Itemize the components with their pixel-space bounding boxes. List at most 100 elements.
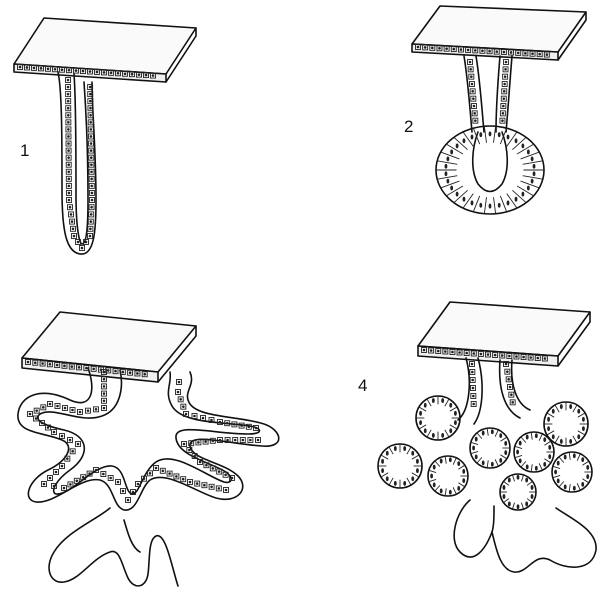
- cell-nucleus: [531, 494, 534, 499]
- cell-nucleus: [526, 435, 529, 440]
- cell-nucleus: [63, 487, 66, 490]
- cell-boundary: [454, 190, 468, 202]
- cell-nucleus: [533, 164, 536, 169]
- cell-boundary: [577, 483, 580, 490]
- cell-nucleus: [446, 156, 449, 161]
- cell-nucleus: [69, 439, 72, 442]
- cell-boundary: [523, 161, 543, 164]
- cell-nucleus: [473, 105, 476, 108]
- cell-nucleus: [64, 407, 67, 410]
- cell-nucleus: [445, 164, 448, 169]
- cell-nucleus: [117, 481, 120, 484]
- cell-boundary: [521, 181, 540, 188]
- cell-nucleus: [182, 405, 185, 408]
- cell-nucleus: [499, 458, 502, 463]
- cell-nucleus: [481, 49, 484, 52]
- cell-nucleus: [92, 368, 95, 371]
- cell-nucleus: [257, 439, 260, 442]
- cell-nucleus: [472, 446, 475, 451]
- cell-boundary: [521, 461, 526, 467]
- cell-nucleus: [524, 52, 527, 55]
- cell-nucleus: [82, 70, 85, 73]
- cell-nucleus: [456, 192, 459, 197]
- cell-nucleus: [519, 458, 522, 463]
- cell-boundary: [445, 430, 449, 437]
- cell-nucleus: [547, 426, 550, 431]
- cell-nucleus: [510, 393, 513, 396]
- cell-nucleus: [77, 241, 80, 244]
- cell-nucleus: [66, 457, 69, 460]
- cell-nucleus: [103, 371, 106, 374]
- cell-boundary: [555, 436, 559, 443]
- cell-boundary: [521, 503, 523, 510]
- cell-nucleus: [503, 485, 506, 490]
- panel-3-outline-branches: [49, 508, 178, 586]
- cell-boundary: [503, 481, 509, 485]
- cell-nucleus: [103, 385, 106, 388]
- cell-boundary: [453, 458, 456, 465]
- cell-boundary: [427, 430, 431, 437]
- cell-nucleus: [517, 504, 520, 509]
- cell-nucleus: [519, 441, 522, 446]
- cell-nucleus: [440, 489, 443, 494]
- panel-1-tube: [18, 65, 156, 255]
- cell-nucleus: [117, 72, 120, 75]
- cell-boundary: [445, 456, 446, 464]
- cell-nucleus: [552, 409, 555, 414]
- cell-nucleus: [49, 363, 52, 366]
- cell-nucleus: [189, 481, 192, 484]
- cell-nucleus: [471, 379, 474, 382]
- cell-boundary: [487, 460, 488, 468]
- cell-nucleus: [475, 454, 478, 459]
- cell-nucleus: [47, 426, 50, 429]
- cell-nucleus: [68, 199, 71, 202]
- cell-boundary: [487, 428, 488, 436]
- cell-nucleus: [90, 220, 93, 223]
- cell-nucleus: [90, 156, 93, 159]
- cell-nucleus: [491, 462, 494, 467]
- cell-nucleus: [68, 69, 71, 72]
- cell-nucleus: [49, 403, 52, 406]
- cell-nucleus: [462, 478, 465, 483]
- cell-nucleus: [498, 132, 501, 137]
- cell-nucleus: [103, 400, 106, 403]
- cell-boundary: [569, 484, 570, 492]
- cell-boundary: [429, 470, 436, 472]
- cell-nucleus: [218, 470, 221, 473]
- cell-nucleus: [516, 450, 519, 455]
- cell-nucleus: [29, 413, 32, 416]
- cell-nucleus: [515, 138, 518, 143]
- cell-nucleus: [109, 477, 112, 480]
- cell-nucleus: [457, 461, 460, 466]
- cell-nucleus: [511, 401, 514, 404]
- cell-nucleus: [89, 86, 92, 89]
- cell-boundary: [512, 503, 514, 510]
- cell-nucleus: [487, 353, 490, 356]
- cell-boundary: [515, 446, 522, 448]
- cell-nucleus: [68, 192, 71, 195]
- cell-nucleus: [71, 450, 74, 453]
- cell-nucleus: [212, 440, 215, 443]
- cell-nucleus: [471, 371, 474, 374]
- cell-nucleus: [444, 350, 447, 353]
- cell-boundary: [473, 196, 479, 212]
- cell-nucleus: [183, 443, 186, 446]
- cell-nucleus: [456, 143, 459, 148]
- cell-nucleus: [432, 398, 435, 403]
- cell-boundary: [445, 399, 449, 406]
- cell-nucleus: [175, 475, 178, 478]
- panel-4-surface-slab: [418, 302, 590, 366]
- cell-nucleus: [557, 478, 560, 483]
- cell-boundary: [521, 437, 526, 443]
- cell-nucleus: [504, 441, 507, 446]
- cell-nucleus: [411, 476, 414, 481]
- cell-nucleus: [55, 471, 58, 474]
- cell-nucleus: [472, 395, 475, 398]
- cell-nucleus: [474, 119, 477, 122]
- cell-nucleus: [34, 361, 37, 364]
- cell-nucleus: [205, 464, 208, 467]
- cell-boundary: [471, 451, 478, 453]
- cell-nucleus: [212, 467, 215, 470]
- cell-nucleus: [61, 435, 64, 438]
